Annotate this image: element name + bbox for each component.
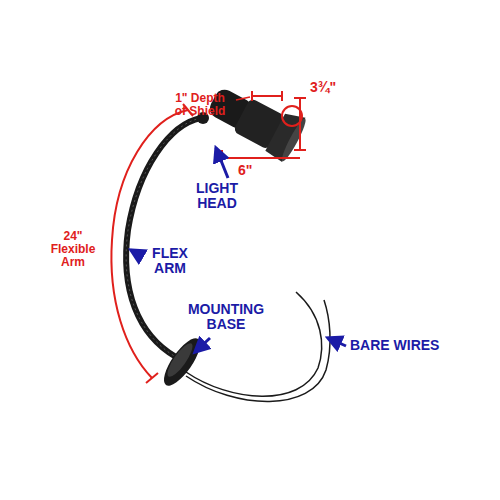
part-label: LIGHT HEAD: [186, 181, 248, 212]
label-box: LIGHT HEAD: [186, 181, 248, 212]
dimension-label: 6": [238, 163, 268, 178]
bracket-tick: [294, 149, 306, 151]
label-box: FLEX ARM: [147, 246, 193, 277]
mounting-base-hub: [164, 340, 197, 380]
pointer-arrow: [131, 250, 143, 257]
depth-bracket: [252, 95, 282, 97]
label-box: BARE WIRES: [350, 338, 460, 353]
part-label: FLEX ARM: [147, 246, 193, 277]
pointer-arrow: [195, 338, 210, 352]
flex-arm: [126, 118, 201, 357]
bracket-tick: [251, 91, 253, 101]
dimension-label: 1" Depth of Shield: [168, 92, 232, 118]
dimension-label: 3¾": [310, 80, 350, 95]
pointer-arrow: [328, 338, 346, 346]
label-box: 3¾": [310, 80, 350, 95]
head-lens: [279, 117, 309, 163]
label-box: 6": [238, 163, 268, 178]
part-label: MOUNTING BASE: [178, 302, 274, 333]
dimension-label: 24" Flexible Arm: [44, 230, 102, 270]
label-box: 24" Flexible Arm: [44, 230, 102, 270]
leader-line: [236, 97, 250, 100]
label-box: MOUNTING BASE: [178, 302, 274, 333]
pointer-arrow: [216, 148, 228, 178]
length-bracket: [222, 157, 300, 159]
mounting-base: [158, 333, 207, 390]
label-box: 1" Depth of Shield: [168, 92, 232, 118]
bracket-tick: [146, 373, 158, 383]
bracket-tick: [281, 91, 283, 101]
flex-arm-texture: [126, 118, 201, 357]
height-bracket: [299, 98, 301, 150]
bracket-tick: [294, 97, 306, 99]
part-label: BARE WIRES: [350, 338, 460, 353]
